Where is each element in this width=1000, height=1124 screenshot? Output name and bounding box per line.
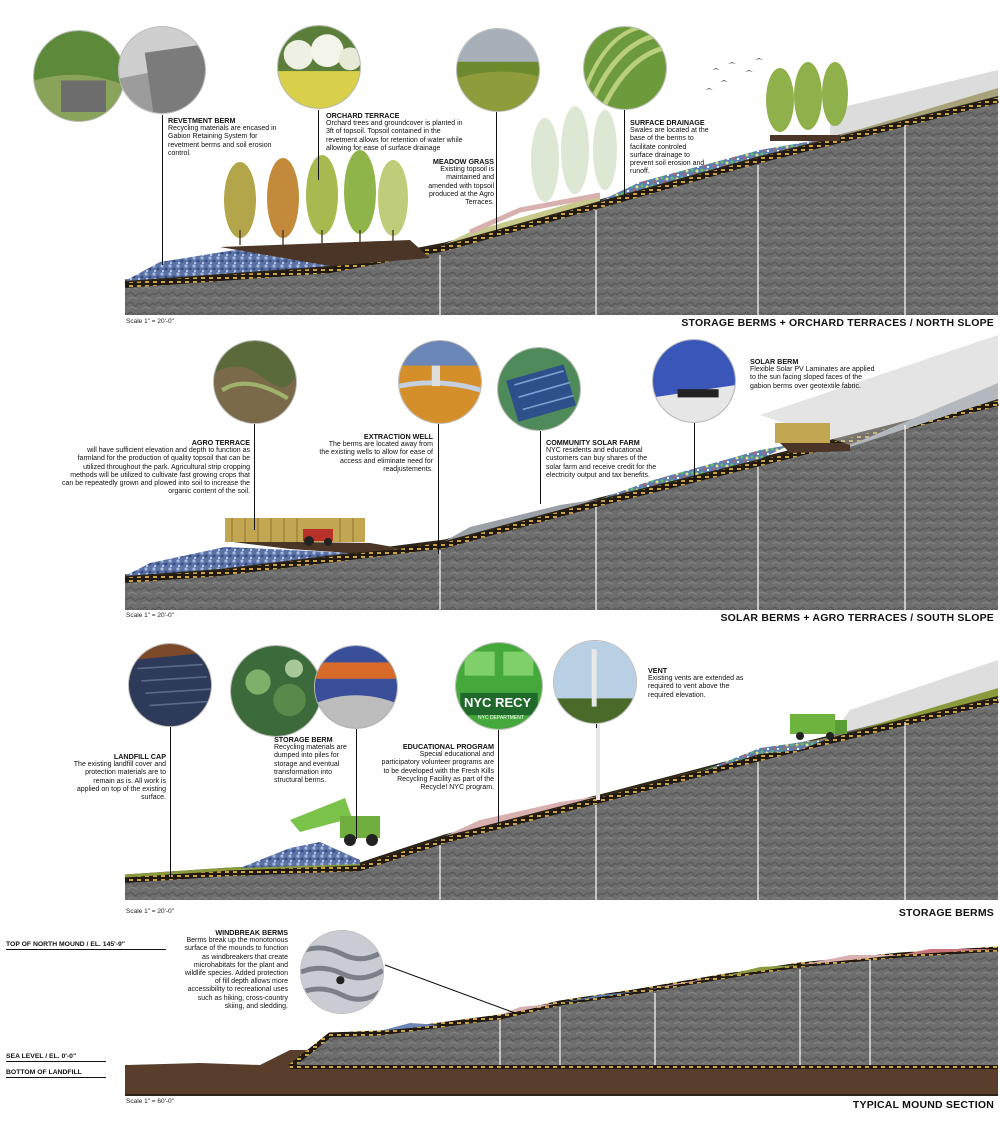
photo-revetment-grass xyxy=(33,30,125,122)
photo-vent xyxy=(553,640,637,724)
photo-surface-drainage xyxy=(583,26,667,110)
photo-landfill-cap xyxy=(128,643,212,727)
photo-agro-terrace xyxy=(213,340,297,424)
crop-strip xyxy=(225,423,830,546)
photo-orchard xyxy=(277,25,361,109)
leader-vent xyxy=(596,724,597,728)
storage-berms-section xyxy=(124,660,999,900)
sign-subtext: NYC DEPARTMENT xyxy=(478,715,524,721)
photo-solar-berm xyxy=(652,339,736,423)
photo-meadow xyxy=(456,28,540,112)
panel-title: TYPICAL MOUND SECTION xyxy=(852,1099,994,1111)
elevation-top-north-mound: TOP OF NORTH MOUND / EL. 145'-9" xyxy=(6,941,166,950)
north-slope-section xyxy=(124,58,999,315)
typical-mound-section xyxy=(125,946,999,1096)
elevation-sea-level: SEA LEVEL / EL. 0'-0" xyxy=(6,1053,106,1062)
leader-extraction xyxy=(438,424,439,554)
scale-label: Scale 1" = 60'-0" xyxy=(126,1098,174,1105)
photo-extraction-well xyxy=(398,340,482,424)
leader-educational xyxy=(498,730,499,825)
panel-title: STORAGE BERMS + ORCHARD TERRACES / NORTH… xyxy=(681,317,994,329)
recycling-truck xyxy=(790,714,847,740)
scale-label: Scale 1" = 20'-0" xyxy=(126,318,174,325)
leader-landfill-cap xyxy=(170,727,171,877)
photo-storage-glass xyxy=(230,645,322,737)
leader-storage-berm xyxy=(356,729,357,839)
orchard-trees xyxy=(224,150,408,238)
dump-truck xyxy=(290,798,380,846)
birds xyxy=(705,58,763,90)
panel-title: SOLAR BERMS + AGRO TERRACES / SOUTH SLOP… xyxy=(720,612,994,624)
leader-orchard xyxy=(318,110,319,180)
leader-agro xyxy=(254,424,255,530)
elevation-bottom-landfill: BOTTOM OF LANDFILL xyxy=(6,1069,106,1078)
photo-revetment-gabion xyxy=(118,26,206,114)
leader-meadow xyxy=(496,112,497,232)
south-slope-section xyxy=(124,335,999,610)
photo-educational-sign: NYC RECY NYC DEPARTMENT xyxy=(455,642,543,730)
photo-storage-facility xyxy=(314,645,398,729)
panel-title: STORAGE BERMS xyxy=(898,907,994,919)
photo-windbreak xyxy=(300,930,384,1014)
scale-label: Scale 1" = 20'-0" xyxy=(126,612,174,619)
scale-label: Scale 1" = 20'-0" xyxy=(126,908,174,915)
leader-revetment xyxy=(162,115,163,265)
photo-community-solar xyxy=(497,347,581,431)
leader-solar-berm xyxy=(694,423,695,481)
leader-community-solar xyxy=(540,431,541,504)
sign-text: NYC RECY xyxy=(464,695,532,710)
leader-drainage xyxy=(624,110,625,200)
